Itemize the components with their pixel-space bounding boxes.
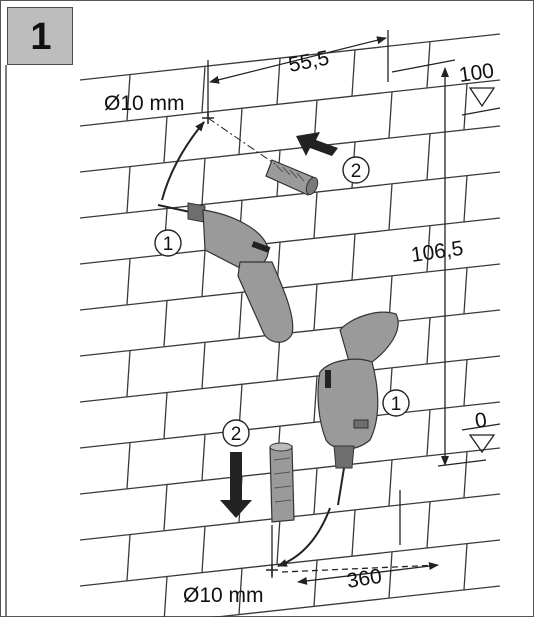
- hole-mark-top: [202, 112, 214, 124]
- dimension-horizontal-top: [207, 30, 389, 118]
- brick-joint-line: [163, 116, 168, 163]
- brick-joint-line: [388, 91, 393, 138]
- brick-joint-line: [201, 342, 206, 389]
- brick-joint-line: [463, 83, 468, 130]
- brick-joint-line: [313, 560, 318, 607]
- callout-drill-upper-text: 1: [163, 234, 174, 255]
- brick-joint-line: [351, 509, 356, 556]
- drill-to-hole-arrow-lower: [277, 507, 331, 567]
- brick-joint-line: [388, 459, 393, 506]
- callout-drill-lower: 1: [382, 389, 410, 417]
- hole-mark-bottom: [266, 564, 278, 576]
- brick-joint-line: [126, 166, 131, 213]
- brick-mortar-line: [79, 79, 501, 127]
- drill-upper: [157, 202, 294, 343]
- brick-mortar-line: [79, 125, 501, 173]
- brick-joint-line: [426, 133, 431, 180]
- brick-mortar-line: [210, 585, 501, 617]
- callout-dowel-lower-text: 2: [231, 424, 242, 445]
- brick-joint-line: [201, 66, 206, 113]
- brick-joint-line: [126, 74, 131, 121]
- hole-diameter-top-label: Ø10 mm: [104, 92, 185, 115]
- step-number-box: 1: [7, 7, 73, 65]
- brick-joint-line: [126, 258, 131, 305]
- level-marker-bottom: [461, 423, 501, 454]
- wall-plug-lower: [269, 442, 295, 523]
- brick-joint-line: [163, 300, 168, 347]
- level-top-label: 100: [457, 59, 495, 87]
- callout-dowel-lower: 2: [222, 419, 250, 447]
- brick-joint-line: [426, 409, 431, 456]
- brick-joint-line: [201, 434, 206, 481]
- brick-joint-line: [238, 108, 243, 155]
- brick-joint-line: [163, 484, 168, 531]
- brick-joint-line: [313, 284, 318, 331]
- insert-arrow-upper: [296, 132, 338, 156]
- brick-joint-line: [126, 442, 131, 489]
- brick-joint-line: [201, 250, 206, 297]
- brick-joint-line: [276, 518, 281, 565]
- brick-joint-line: [313, 376, 318, 423]
- brick-joint-line: [388, 551, 393, 598]
- callout-drill-upper: 1: [154, 229, 182, 257]
- dimension-horizontal-top-label: 55,5: [287, 47, 332, 77]
- brick-joint-line: [313, 192, 318, 239]
- callout-drill-lower-text: 1: [391, 394, 402, 415]
- brick-mortar-line: [79, 539, 501, 587]
- drill-lower: [317, 311, 399, 506]
- brick-mortar-line: [79, 401, 501, 449]
- brick-joint-line: [463, 359, 468, 406]
- brick-joint-line: [163, 576, 168, 617]
- level-bottom-label: 0: [473, 409, 488, 433]
- brick-joint-line: [426, 317, 431, 364]
- brick-joint-line: [126, 534, 131, 581]
- brick-mortar-line: [79, 355, 501, 403]
- callout-dowel-upper: 2: [342, 156, 370, 184]
- dimension-vertical-label: 106,5: [409, 237, 464, 267]
- dimension-horizontal-bottom-label: 360: [345, 565, 383, 593]
- brick-joint-line: [426, 225, 431, 272]
- brick-joint-line: [388, 183, 393, 230]
- brick-joint-line: [163, 392, 168, 439]
- dimension-vertical: [391, 59, 487, 467]
- brick-joint-line: [313, 468, 318, 515]
- brick-mortar-line: [79, 171, 501, 219]
- brick-joint-line: [201, 158, 206, 205]
- brick-mortar-line: [79, 263, 501, 311]
- brick-joint-line: [201, 526, 206, 573]
- level-marker-top: [461, 87, 501, 116]
- brick-joint-line: [426, 501, 431, 548]
- brick-joint-line: [463, 543, 468, 590]
- brick-joint-line: [463, 267, 468, 314]
- wall-plug-upper: [265, 159, 319, 196]
- drill-to-hole-arrow-upper: [161, 121, 205, 201]
- callout-dowel-upper-text: 2: [351, 161, 362, 182]
- brick-joint-line: [463, 451, 468, 498]
- brick-joint-line: [238, 292, 243, 339]
- centerlines: [207, 117, 401, 570]
- brick-joint-line: [351, 49, 356, 96]
- brick-joint-line: [126, 350, 131, 397]
- brick-joint-line: [238, 568, 243, 615]
- hole-diameter-bottom-label: Ø10 mm: [183, 584, 264, 607]
- brick-joint-line: [351, 233, 356, 280]
- step-number: 1: [30, 16, 52, 58]
- brick-joint-line: [463, 175, 468, 222]
- insert-arrow-lower: [220, 452, 252, 518]
